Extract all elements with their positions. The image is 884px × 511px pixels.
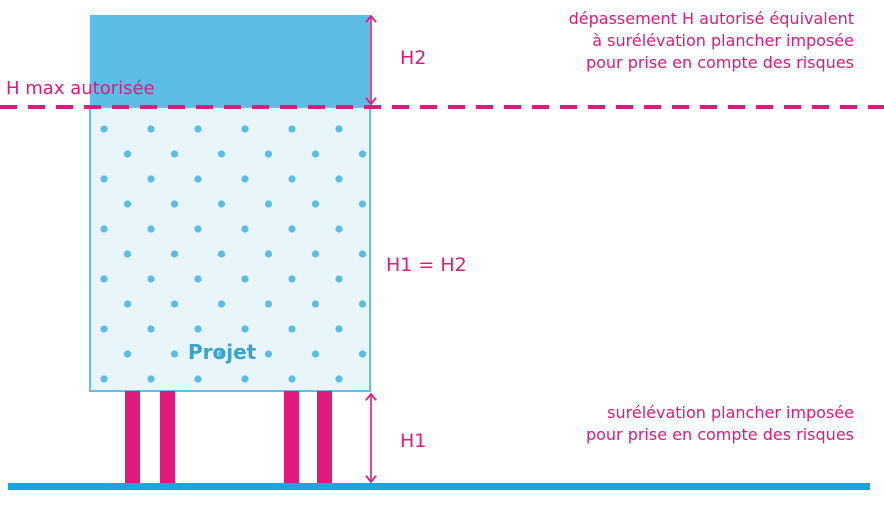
stilt-1 <box>125 391 140 486</box>
h-max-label: H max autorisée <box>6 78 155 99</box>
building-dot-pattern <box>91 108 369 390</box>
stilt-4 <box>317 391 332 486</box>
top-annotation-line-2: à surélévation plancher imposée <box>592 31 854 50</box>
bottom-annotation-line-1: surélévation plancher imposée <box>607 403 854 422</box>
top-annotation-line-1: dépassement H autorisé équivalent <box>568 9 854 28</box>
h1-equals-h2-label: H1 = H2 <box>386 254 467 276</box>
building-top-block <box>90 15 370 107</box>
ground-line <box>8 483 870 490</box>
h1-label: H1 <box>400 430 427 452</box>
stilt-2 <box>160 391 175 486</box>
h2-label: H2 <box>400 47 427 69</box>
bottom-annotation: surélévation plancher imposée pour prise… <box>586 402 854 446</box>
top-annotation: dépassement H autorisé équivalent à suré… <box>569 8 854 74</box>
bottom-annotation-line-2: pour prise en compte des risques <box>585 425 854 444</box>
stilt-3 <box>284 391 299 486</box>
top-annotation-line-3: pour prise en compte des risques <box>585 53 854 72</box>
projet-label: Projet <box>188 340 257 364</box>
